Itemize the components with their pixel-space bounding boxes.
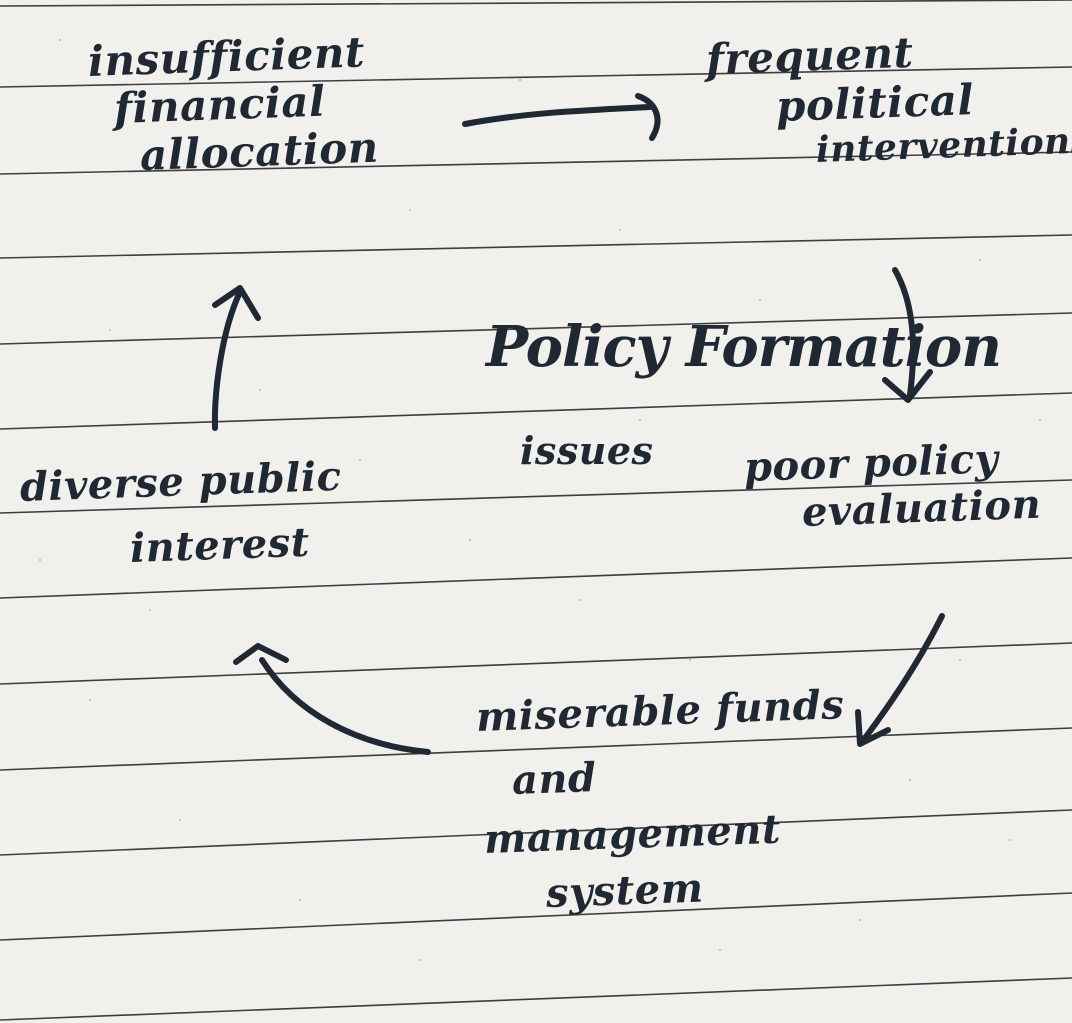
rule-line [0, 66, 1072, 88]
node-frequent-political-interventions: frequent political interventions [705, 28, 1072, 172]
rule-line [0, 642, 1072, 685]
diagram-subtitle: issues [520, 428, 654, 473]
node-text-line: miserable funds [475, 681, 845, 741]
arrow-insufficient-to-frequent [462, 104, 653, 127]
arrow-miserable-to-diverse [259, 657, 431, 755]
rule-line [0, 0, 1072, 7]
rule-line [0, 312, 1072, 345]
rule-line [0, 151, 1072, 175]
rule-line [0, 557, 1072, 599]
node-text-line: diverse public [19, 452, 343, 511]
arrow-poor-to-miserable [859, 613, 945, 745]
diagram-title: Policy Formation [486, 314, 1002, 380]
node-diverse-public-interest: diverse public interest [19, 453, 342, 572]
arrow-insufficient-to-frequent-head [635, 93, 661, 141]
rule-line [0, 727, 1072, 771]
rule-line [0, 809, 1072, 856]
node-text-line: evaluation [801, 480, 1042, 536]
node-text-line: allocation [139, 122, 380, 181]
arrow-miserable-to-diverse-head [233, 643, 289, 665]
rule-line [0, 392, 1072, 430]
node-text-line: system [545, 864, 705, 918]
node-miserable-funds-management-system: miserable funds and management system [475, 681, 845, 918]
arrow-frequent-to-poor [892, 267, 916, 398]
node-text-line: interest [129, 518, 311, 572]
rule-line [0, 892, 1072, 941]
arrow-diverse-to-insufficient-head [212, 285, 261, 321]
arrow-frequent-to-poor-head [882, 369, 933, 403]
node-text-line: management [483, 805, 782, 863]
node-poor-policy-evaluation: poor policy evaluation [743, 435, 1042, 536]
rule-line [0, 234, 1072, 259]
node-text-line: interventions [815, 119, 1072, 172]
node-text-line: and [511, 753, 598, 804]
paper-speckles [38, 38, 1041, 961]
arrow-diverse-to-insufficient [211, 289, 243, 431]
rule-line [0, 977, 1072, 1021]
arrow-poor-to-miserable-head [855, 709, 891, 747]
rule-line [0, 479, 1072, 514]
node-insufficient-financial-allocation: insufficient financial allocation [87, 27, 380, 181]
diagram-arrows [211, 93, 945, 755]
